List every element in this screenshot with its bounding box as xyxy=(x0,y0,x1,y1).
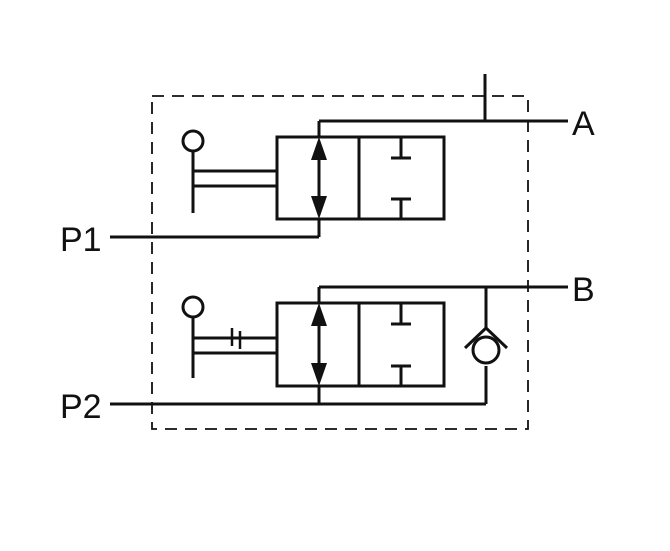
port-label-p2: P2 xyxy=(60,388,102,426)
upper-knob-actuator-icon xyxy=(181,129,205,153)
upper-flow-arrow-head-down xyxy=(311,196,327,219)
upper-valve xyxy=(110,74,568,239)
lower-valve xyxy=(110,285,568,406)
lower-flow-arrow-head-up xyxy=(311,303,327,326)
lower-flow-arrow-head-down xyxy=(311,363,327,386)
upper-flow-arrow-head-up xyxy=(311,137,327,160)
port-label-a: A xyxy=(572,105,595,143)
check-valve-ball-icon xyxy=(471,335,501,365)
port-label-p1: P1 xyxy=(60,221,102,259)
check-valve-seat-icon xyxy=(463,325,509,350)
lower-knob-actuator-icon xyxy=(181,295,205,319)
port-label-b: B xyxy=(572,271,595,309)
assembly-boundary xyxy=(151,95,529,430)
